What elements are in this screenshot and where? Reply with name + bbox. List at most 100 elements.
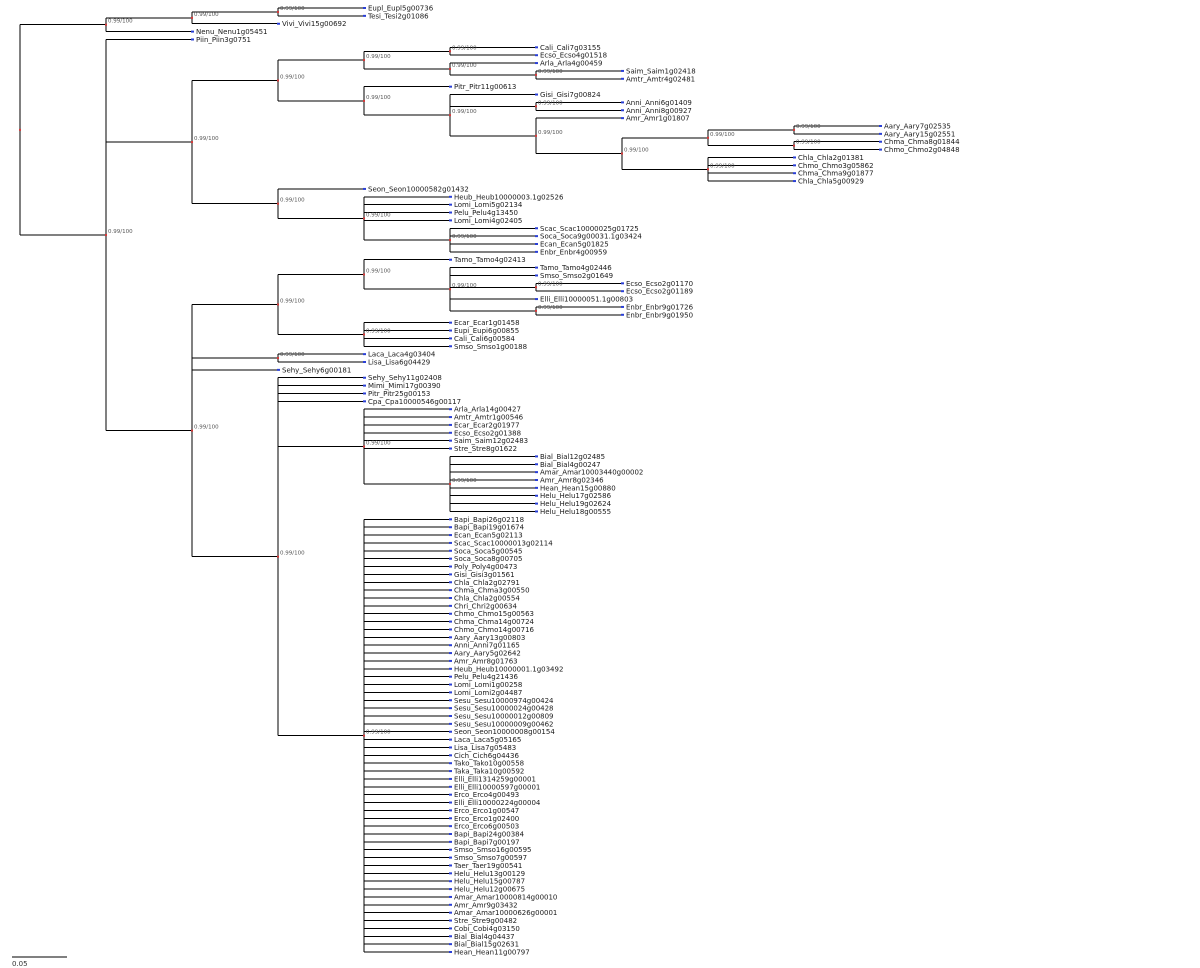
leaf-label-37: Ecso_Ecso2g01189 (626, 288, 693, 296)
leaf-marker (449, 699, 452, 702)
node-marker (793, 144, 795, 147)
leaf-marker (449, 715, 452, 717)
leaf-marker (535, 502, 538, 505)
node-marker (793, 128, 795, 131)
leaf-label-114: Amar_Amar10000814g00010 (454, 893, 557, 901)
leaf-marker (449, 903, 452, 906)
node-marker (535, 134, 537, 137)
node-marker (191, 429, 193, 432)
leaf-label-1: Eupl_Eupl5g00736 (368, 5, 434, 13)
node-marker (363, 99, 365, 102)
support-value-35: 0.99/100 (366, 730, 391, 736)
support-value-29: 0.99/100 (366, 268, 391, 274)
leaf-label-44: Smso_Smso1g00188 (454, 343, 527, 351)
leaf-marker (535, 494, 538, 497)
tree-leaves: Eupl_Eupl5g00736Tesi_Tesi2g01086Vivi_Viv… (191, 5, 960, 957)
leaf-marker (449, 809, 452, 812)
leaf-marker (277, 22, 280, 25)
leaf-label-88: Lomi_Lomi2g04487 (454, 689, 522, 697)
leaf-marker (449, 636, 452, 639)
leaf-label-30: Soca_Soca9g00031.1g03424 (540, 233, 642, 241)
leaf-marker (449, 943, 452, 946)
node-marker (277, 555, 279, 558)
leaf-label-17: Aary_Aary15g02551 (884, 130, 955, 138)
leaf-marker (449, 557, 452, 560)
leaf-label-108: Smso_Smso16g00595 (454, 846, 532, 854)
leaf-marker (449, 345, 452, 348)
leaf-label-14: Anni_Anni8g00927 (626, 107, 692, 115)
leaf-label-80: Chmo_Chmo14g00716 (454, 626, 535, 634)
node-marker (105, 234, 107, 237)
leaf-marker (449, 659, 452, 662)
leaf-marker (879, 148, 882, 151)
leaf-marker (449, 581, 452, 584)
support-value-11: 0.99/100 (452, 63, 477, 69)
leaf-label-111: Helu_Helu13g00129 (454, 870, 525, 878)
leaf-label-118: Cobi_Cobi4g03150 (454, 925, 520, 933)
leaf-marker (449, 416, 452, 419)
leaf-marker (621, 69, 624, 72)
leaf-marker (449, 880, 452, 883)
support-value-4: 0.99/100 (108, 19, 133, 25)
leaf-label-56: Saim_Saim12g02483 (454, 437, 528, 445)
support-value-20: 0.99/100 (452, 109, 477, 115)
node-marker (707, 136, 709, 139)
leaf-label-42: Eupi_Eupi6g00855 (454, 327, 519, 335)
leaf-marker (363, 353, 366, 356)
leaf-label-94: Laca_Laca5g05165 (454, 736, 521, 744)
leaf-label-78: Chmo_Chmo15g00563 (454, 610, 534, 618)
leaf-label-71: Soca_Soca8g00705 (454, 555, 522, 563)
support-value-11: 0.99/100 (366, 54, 391, 60)
leaf-label-65: Helu_Helu18g00555 (540, 508, 611, 516)
node-marker (363, 445, 365, 448)
leaf-label-96: Cich_Cich6g04436 (454, 752, 519, 760)
leaf-marker (535, 266, 538, 269)
leaf-label-97: Tako_Tako10g00558 (453, 760, 524, 768)
leaf-label-26: Lomi_Lomi5g02134 (454, 201, 523, 209)
node-marker (277, 10, 279, 13)
node-marker (449, 67, 451, 70)
leaf-label-18: Chma_Chma8g01844 (884, 138, 960, 146)
leaf-marker (449, 526, 452, 529)
support-value-20: 0.99/100 (280, 75, 305, 81)
leaf-marker (449, 423, 452, 426)
support-value-19: 0.99/100 (710, 132, 735, 138)
support-value-34: 0.99/100 (452, 478, 477, 484)
support-value-4: 0.99/100 (280, 6, 305, 12)
leaf-label-66: Bapi_Bapi26g02118 (454, 516, 524, 524)
leaf-marker (363, 14, 366, 17)
leaf-marker (535, 455, 538, 458)
leaf-marker (449, 589, 452, 592)
leaf-marker (191, 30, 194, 33)
leaf-label-112: Helu_Helu15g00787 (454, 878, 525, 886)
leaf-label-116: Amar_Amar10000626g00001 (454, 909, 557, 917)
leaf-label-110: Taer_Taer19g00541 (453, 862, 522, 870)
leaf-label-35: Smso_Smso2g01649 (540, 272, 613, 280)
leaf-marker (621, 117, 624, 120)
leaf-marker (449, 856, 452, 859)
leaf-marker (535, 62, 538, 65)
node-marker (191, 141, 193, 144)
leaf-label-49: Mimi_Mimi17g00390 (368, 382, 441, 390)
leaf-marker (449, 785, 452, 788)
node-marker (363, 217, 365, 220)
leaf-marker (449, 534, 452, 537)
leaf-label-70: Soca_Soca5g00545 (454, 547, 522, 555)
support-value-23: 0.99/100 (280, 198, 305, 204)
support-value-18: 0.99/100 (796, 124, 821, 130)
leaf-label-62: Hean_Hean15g00880 (540, 484, 616, 492)
leaf-marker (793, 172, 796, 175)
support-value-29: 0.99/100 (538, 305, 563, 311)
leaf-marker (621, 313, 624, 316)
leaf-marker (621, 109, 624, 112)
node-marker (277, 202, 279, 205)
leaf-label-7: Ecso_Ecso4g01518 (540, 52, 607, 60)
leaf-label-24: Seon_Seon10000582g01432 (368, 185, 469, 193)
leaf-marker (449, 738, 452, 741)
node-marker (363, 333, 365, 336)
leaf-marker (535, 510, 538, 513)
leaf-label-72: Poly_Poly4g00473 (454, 563, 517, 571)
leaf-marker (449, 652, 452, 655)
node-marker (363, 734, 365, 737)
leaf-label-29: Scac_Scac10000025g01725 (540, 225, 639, 233)
